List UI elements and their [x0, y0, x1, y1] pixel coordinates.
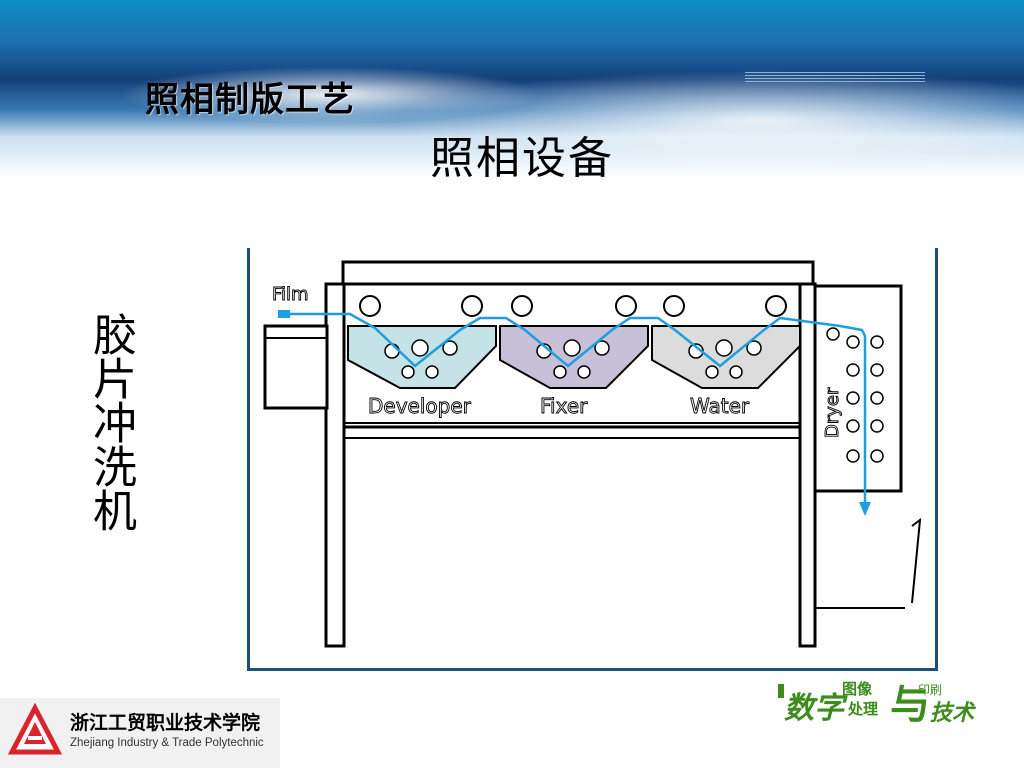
fixer-tank	[499, 325, 649, 389]
output-tray	[911, 517, 922, 604]
school-logo	[0, 698, 280, 768]
roller	[461, 295, 483, 317]
tank-roller	[577, 365, 591, 379]
brand-word-2-bottom: 处理	[847, 700, 878, 718]
brand-word-3: 与	[890, 682, 930, 724]
film-label: Film	[272, 284, 309, 305]
tank-roller	[594, 340, 610, 356]
cabinet-top	[341, 260, 815, 286]
tank-roller	[425, 365, 439, 379]
brand-word-4: 技术	[930, 701, 977, 724]
tank-roller	[411, 339, 429, 357]
tank-roller	[442, 340, 458, 356]
fixer-label: Fixer	[540, 394, 588, 418]
roller	[663, 295, 685, 317]
tank-roller	[401, 365, 415, 379]
tank-roller	[746, 340, 762, 356]
roller	[511, 295, 533, 317]
film-processor-svg: Film Developer Fixer Water Dryer	[263, 260, 922, 648]
water-label: Water	[690, 394, 750, 418]
school-name-en: Zhejiang Industry & Trade Polytechnic	[70, 737, 264, 749]
developer-tank	[347, 325, 497, 389]
film-processor-diagram: Film Developer Fixer Water Dryer	[247, 248, 938, 671]
film-path-start-marker	[278, 310, 290, 318]
left-leg	[324, 282, 346, 648]
film-path-arrow	[859, 502, 871, 516]
header-decoration-lines	[745, 72, 925, 82]
roller	[359, 295, 381, 317]
header-banner	[0, 0, 1024, 190]
developer-label: Developer	[368, 394, 472, 418]
brand-word-1: 数字	[784, 691, 848, 724]
roller	[615, 295, 637, 317]
tank-roller	[705, 365, 719, 379]
tank-roller	[715, 339, 733, 357]
roller	[765, 295, 787, 317]
side-label: 胶片冲洗机	[85, 312, 136, 532]
feeder-box	[263, 324, 329, 410]
tank-roller	[384, 343, 400, 359]
water-tank	[651, 325, 801, 389]
tank-roller	[563, 339, 581, 357]
dryer-stand	[814, 491, 905, 609]
brand-word-2-top: 图像	[842, 680, 873, 698]
dryer-rollers	[826, 327, 884, 463]
right-leg	[798, 282, 817, 648]
brand-word-3-top: 印刷	[918, 683, 942, 697]
dryer-label: Dryer	[822, 387, 843, 438]
film-path	[278, 312, 867, 510]
brand-mark-icon	[778, 684, 784, 698]
tank-roller	[729, 365, 743, 379]
school-name-cn: 浙江工贸职业技术学院	[70, 712, 261, 734]
slide-title: 照相设备	[430, 133, 614, 184]
tank-roller	[553, 365, 567, 379]
course-title: 照相制版工艺	[145, 80, 355, 120]
course-brand-logo: 数字 图像 处理 与 印刷 技术	[778, 680, 977, 724]
